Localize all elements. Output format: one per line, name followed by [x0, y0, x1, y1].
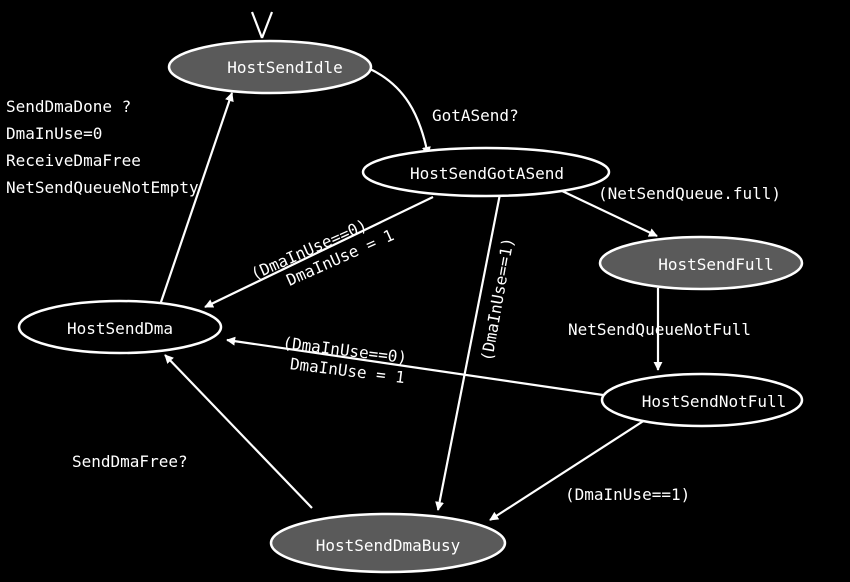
state-host-send-dma-busy[interactable]: HostSendDmaBusy — [269, 512, 507, 574]
state-host-send-idle[interactable]: HostSendIdle — [167, 39, 373, 95]
state-host-send-got-a-send[interactable]: HostSendGotASend — [361, 146, 611, 198]
state-host-send-not-full[interactable]: HostSendNotFull — [600, 372, 804, 428]
label-net-send-queue-not-full: NetSendQueueNotFull — [568, 320, 751, 339]
label-got-a-send: GotASend? — [432, 106, 519, 125]
label-line: DmaInUse=0 — [6, 124, 102, 143]
edge-got-a-send-to-dma — [204, 196, 434, 308]
label-line: NetSendQueueNotEmpty — [6, 178, 199, 197]
label-got-a-send-to-dma-busy: (DmaInUse==1) — [477, 236, 517, 363]
state-label: HostSendIdle — [227, 58, 343, 77]
label-send-dma-free: SendDmaFree? — [72, 452, 188, 471]
label-dma-to-idle: SendDmaDone ? DmaInUse=0 ReceiveDmaFree … — [6, 97, 199, 197]
edge-got-a-send-to-full — [559, 189, 658, 237]
state-host-send-dma[interactable]: HostSendDma — [17, 299, 223, 355]
state-label: HostSendGotASend — [410, 164, 564, 183]
state-label: HostSendFull — [658, 255, 774, 274]
edge-got-a-send-to-dma-busy — [435, 193, 502, 511]
edge-idle-to-got-a-send — [367, 67, 431, 156]
label-got-a-send-to-dma: (DmaInUse==0) DmaInUse = 1 — [248, 215, 397, 289]
state-host-send-full[interactable]: HostSendFull — [598, 235, 804, 291]
state-label: HostSendNotFull — [642, 392, 787, 411]
edge-dma-busy-to-dma — [164, 354, 313, 509]
state-label: HostSendDmaBusy — [316, 536, 461, 555]
state-label: HostSendDma — [67, 319, 173, 338]
label-net-send-queue-full: (NetSendQueue.full) — [598, 184, 781, 203]
label-line: ReceiveDmaFree — [6, 151, 141, 170]
edge-not-full-to-dma-busy — [489, 419, 646, 521]
label-line: SendDmaDone ? — [6, 97, 131, 116]
label-not-full-to-dma: (DmaInUse==0) DmaInUse = 1 — [282, 333, 409, 387]
initial-transition-arrow — [250, 11, 274, 39]
label-condition: (DmaInUse==1) — [477, 236, 517, 363]
label-not-full-to-dma-busy: (DmaInUse==1) — [565, 485, 690, 504]
edge-dma-to-idle — [158, 92, 234, 306]
edge-not-full-to-dma — [226, 336, 604, 397]
